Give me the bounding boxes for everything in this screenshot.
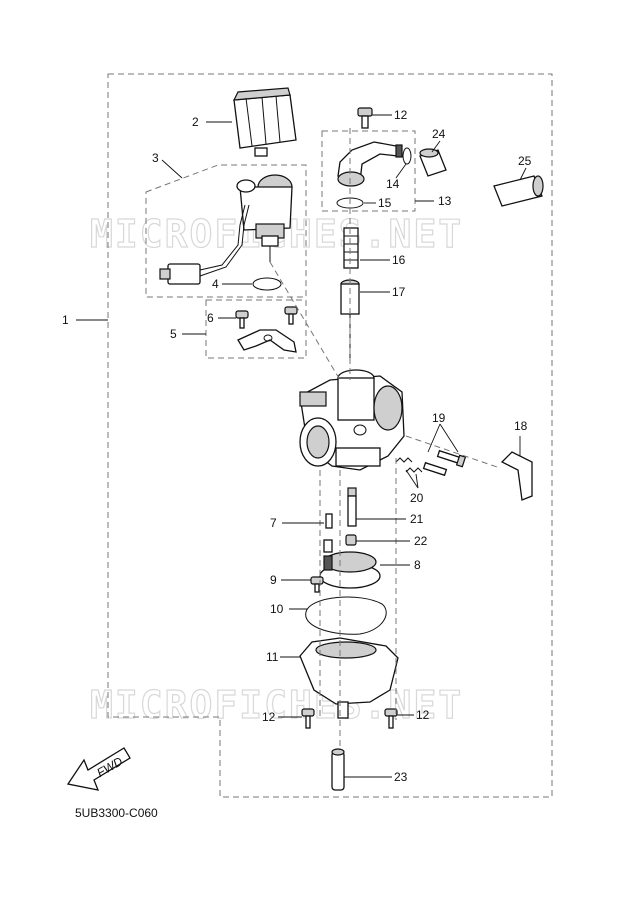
callout-17: 17	[392, 285, 406, 299]
callout-7: 7	[270, 516, 277, 530]
assembly-guides	[269, 128, 501, 750]
part-21-jet-holder	[347, 487, 357, 527]
part-16-spring	[343, 227, 359, 269]
part-23-drain-hose	[331, 748, 345, 791]
group-box-13	[321, 130, 416, 212]
callout-6: 6	[207, 311, 214, 325]
callout-2: 2	[192, 115, 199, 129]
part-12-screw-top	[357, 107, 373, 129]
part-10-gasket	[305, 596, 387, 635]
part-7-pilot-jet	[323, 513, 333, 553]
callout-23: 23	[394, 770, 408, 784]
part-14-clip	[402, 147, 412, 165]
assembly-outline	[107, 73, 553, 798]
group-box-3	[145, 164, 307, 298]
callout-10: 10	[270, 602, 284, 616]
part-12-screw-left	[301, 708, 315, 729]
leader-lines	[76, 114, 527, 778]
part-1-carburetor-body	[299, 369, 405, 471]
callout-4: 4	[212, 277, 219, 291]
callout-8: 8	[414, 558, 421, 572]
part-4-oring	[252, 277, 282, 291]
callout-16: 16	[392, 253, 406, 267]
callout-20: 20	[410, 491, 424, 505]
part-6-screws	[235, 306, 298, 329]
part-2-cap	[232, 87, 297, 157]
diagram-code: 5UB3300-C060	[75, 806, 158, 820]
part-18-hose	[500, 451, 533, 501]
part-22-jet	[345, 534, 357, 546]
callout-1: 1	[62, 313, 69, 327]
part-8-float	[319, 551, 381, 589]
callout-13: 13	[438, 194, 452, 208]
part-9-screw	[310, 576, 324, 593]
part-12-screw-right	[384, 708, 398, 729]
callout-22: 22	[414, 534, 428, 548]
callout-18: 18	[514, 419, 528, 433]
callout-11: 11	[266, 650, 279, 664]
part-13-elbow	[337, 141, 403, 187]
part-3-autochoke	[159, 174, 293, 285]
callout-25: 25	[518, 154, 532, 168]
callout-12-left: 12	[262, 710, 276, 724]
callout-3: 3	[152, 151, 159, 165]
callout-21: 21	[410, 512, 424, 526]
callout-12-right: 12	[416, 708, 430, 722]
callout-15: 15	[378, 196, 392, 210]
watermark-bottom: MICROFICHES.NET	[90, 683, 463, 727]
callout-12-top: 12	[394, 108, 408, 122]
part-5-plate	[237, 329, 297, 353]
callout-14: 14	[386, 177, 400, 191]
part-25-hose	[493, 175, 544, 207]
fwd-arrow-icon: FWD	[66, 747, 131, 791]
callout-19: 19	[432, 411, 446, 425]
callout-9: 9	[270, 573, 277, 587]
part-11-float-bowl	[299, 637, 399, 719]
callout-5: 5	[170, 327, 177, 341]
part-19-20-screws	[395, 449, 467, 477]
part-24-cap	[419, 148, 447, 177]
callout-24: 24	[432, 127, 446, 141]
